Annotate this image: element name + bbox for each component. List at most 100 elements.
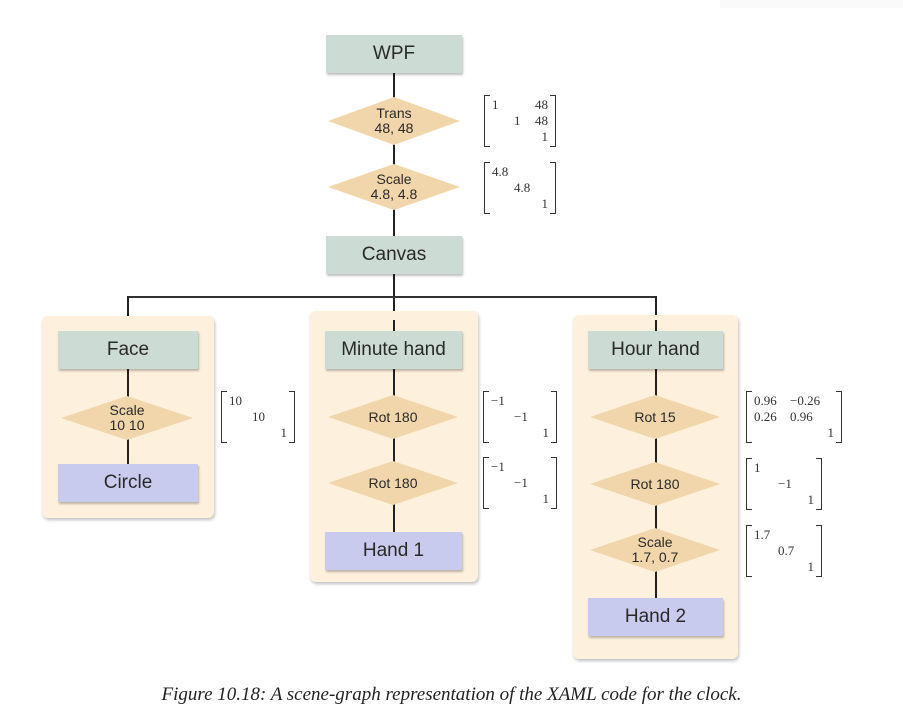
figure-caption: Figure 10.18: A scene-graph representati…: [161, 684, 742, 705]
right-bracket: [551, 457, 557, 509]
matrix-cell: 4.8: [514, 180, 531, 195]
matrix-cell: 0.7: [778, 543, 795, 558]
diamond-label: Rot 180: [328, 461, 458, 505]
edge-scale-circle: [127, 436, 129, 464]
diamond-shape: [590, 462, 720, 506]
matrix-hour-rot180: 1 −1 1: [746, 458, 822, 510]
left-bracket: [746, 458, 752, 510]
diamond-label: Rot 180: [328, 395, 458, 439]
node-hand1: Hand 1: [325, 532, 462, 570]
matrix-scale-root: 4.8 4.8 1: [484, 162, 556, 214]
node-hour-rot180: Rot 180: [590, 462, 720, 506]
diamond-shape: [590, 528, 720, 572]
node-minute-rot2: Rot 180: [328, 461, 458, 505]
edge-scale-canvas: [393, 206, 395, 236]
left-bracket: [484, 95, 490, 147]
edge-bus-hour-inner: [655, 320, 657, 334]
matrix-cell: 1: [541, 196, 549, 211]
right-bracket: [836, 391, 842, 443]
matrix-cell: 1: [807, 559, 815, 574]
edge-bus-face: [127, 296, 129, 332]
diamond-fill: [590, 528, 720, 572]
node-face: Face: [58, 331, 198, 369]
edge-face-scale: [127, 368, 129, 400]
diamond-label-line: 10 10: [109, 417, 145, 433]
edge-trans-scale: [393, 142, 395, 168]
edge-bus-hour: [655, 296, 657, 332]
diamond-label-line: 4.8, 4.8: [370, 186, 418, 202]
edge-wpf-trans: [393, 72, 395, 100]
left-bracket: [221, 391, 227, 443]
edge-canvas-bus: [393, 274, 395, 334]
edge-rot1-rot2: [393, 436, 395, 466]
diamond-label-line: Scale: [109, 402, 145, 418]
matrix-cell: 4.8: [492, 164, 509, 179]
diamond-label: Rot 15: [590, 395, 720, 439]
node-circle: Circle: [58, 464, 198, 502]
diamond-label-line: Trans: [376, 105, 412, 121]
diamond-fill: [328, 164, 460, 210]
left-bracket: [483, 391, 489, 443]
diamond-fill: [328, 97, 460, 145]
diamond-fill: [328, 461, 458, 505]
matrix-cell: −1: [491, 393, 505, 408]
matrix-cell: 0.26: [754, 409, 777, 424]
diamond-label: Rot 180: [590, 462, 720, 506]
diamond-shape: [590, 395, 720, 439]
right-bracket: [816, 458, 822, 510]
node-hour-hand: Hour hand: [588, 331, 723, 369]
matrix-cell: 48: [535, 113, 548, 128]
diamond-shape: [328, 395, 458, 439]
diamond-label-line: Rot 15: [634, 408, 676, 425]
right-bracket: [550, 95, 556, 147]
node-minute-rot1: Rot 180: [328, 395, 458, 439]
matrix-cell: 1: [542, 491, 550, 506]
matrix-cell: 10: [252, 409, 265, 424]
right-bracket: [289, 391, 295, 443]
edge-scale-hand2: [655, 570, 657, 600]
left-bracket: [483, 457, 489, 509]
matrix-cell: 1: [827, 425, 835, 440]
matrix-cell: 1: [280, 425, 288, 440]
matrix-cell: 1: [541, 129, 549, 144]
diamond-shape: [328, 461, 458, 505]
matrix-cell: −1: [778, 476, 792, 491]
matrix-cell: 48: [535, 97, 548, 112]
diamond-fill: [328, 395, 458, 439]
edge-rot180-scale: [655, 502, 657, 532]
left-bracket: [746, 391, 752, 443]
edge-bus-horizontal: [127, 296, 657, 298]
diamond-fill: [590, 395, 720, 439]
node-wpf: WPF: [326, 35, 462, 73]
node-canvas: Canvas: [326, 236, 462, 274]
diamond-label-line: Scale: [376, 171, 412, 187]
edge-canvas-minute: [393, 320, 395, 334]
matrix-cell: −1: [491, 459, 505, 474]
right-bracket: [816, 525, 822, 577]
node-hand2: Hand 2: [588, 598, 723, 636]
diamond-label-line: Scale: [637, 534, 673, 550]
matrix-cell: 1: [754, 460, 761, 475]
matrix-cell: 1: [807, 492, 815, 507]
matrix-cell: −0.26: [790, 393, 821, 408]
edge-minute-rot1: [393, 368, 395, 398]
edge-hour-rot15: [655, 368, 657, 398]
diamond-label-line: 48, 48: [374, 120, 414, 136]
diamond-shape: [328, 97, 460, 145]
diamond-fill: [590, 462, 720, 506]
diamond-label-line: Rot 180: [368, 474, 418, 491]
diamond-label-line: Rot 180: [368, 408, 418, 425]
node-minute-hand: Minute hand: [325, 331, 462, 369]
